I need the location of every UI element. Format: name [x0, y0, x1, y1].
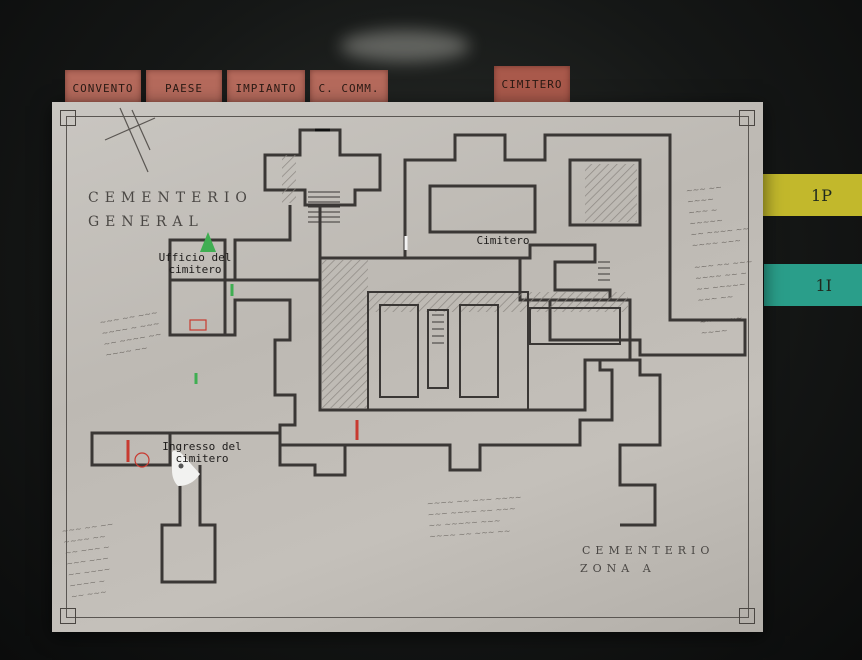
save-point-icon	[200, 232, 216, 252]
map-paper: CEMENTERIO GENERAL CEMENTERIO ZONA A ~~~…	[52, 102, 763, 632]
region-title-zone-1: CEMENTERIO	[582, 544, 715, 557]
map-restricted-area	[282, 155, 637, 408]
map-walls	[90, 128, 747, 584]
region-title-general-1: CEMENTERIO	[88, 190, 253, 206]
room-label-cemetery: Cimitero	[476, 234, 530, 247]
room-label-office: Ufficio del cimitero	[158, 251, 232, 276]
player-position-icon	[172, 450, 200, 486]
map-corner	[739, 110, 755, 126]
map-corner	[60, 110, 76, 126]
map-corner	[60, 608, 76, 624]
tab-convento[interactable]: CONVENTO	[65, 70, 141, 104]
room-label-entrance: Ingresso del cimitero	[162, 440, 242, 465]
door-markers	[126, 128, 408, 462]
tab-impianto[interactable]: IMPIANTO	[227, 70, 305, 104]
map-corner	[739, 608, 755, 624]
stairs-icon	[308, 191, 610, 344]
item-icon	[189, 319, 207, 331]
tab-c-comm[interactable]: C. COMM.	[310, 70, 388, 104]
region-title-general-2: GENERAL	[88, 214, 204, 230]
compass-rose-icon	[104, 107, 156, 173]
objective-circle-icon	[134, 452, 150, 468]
map-border	[66, 116, 749, 618]
region-title-zone-2: ZONA A	[580, 562, 656, 575]
tab-paese[interactable]: PAESE	[146, 70, 222, 104]
floor-tab-1i[interactable]: 1I	[764, 264, 862, 306]
ceiling-lamp-glow	[340, 30, 470, 62]
